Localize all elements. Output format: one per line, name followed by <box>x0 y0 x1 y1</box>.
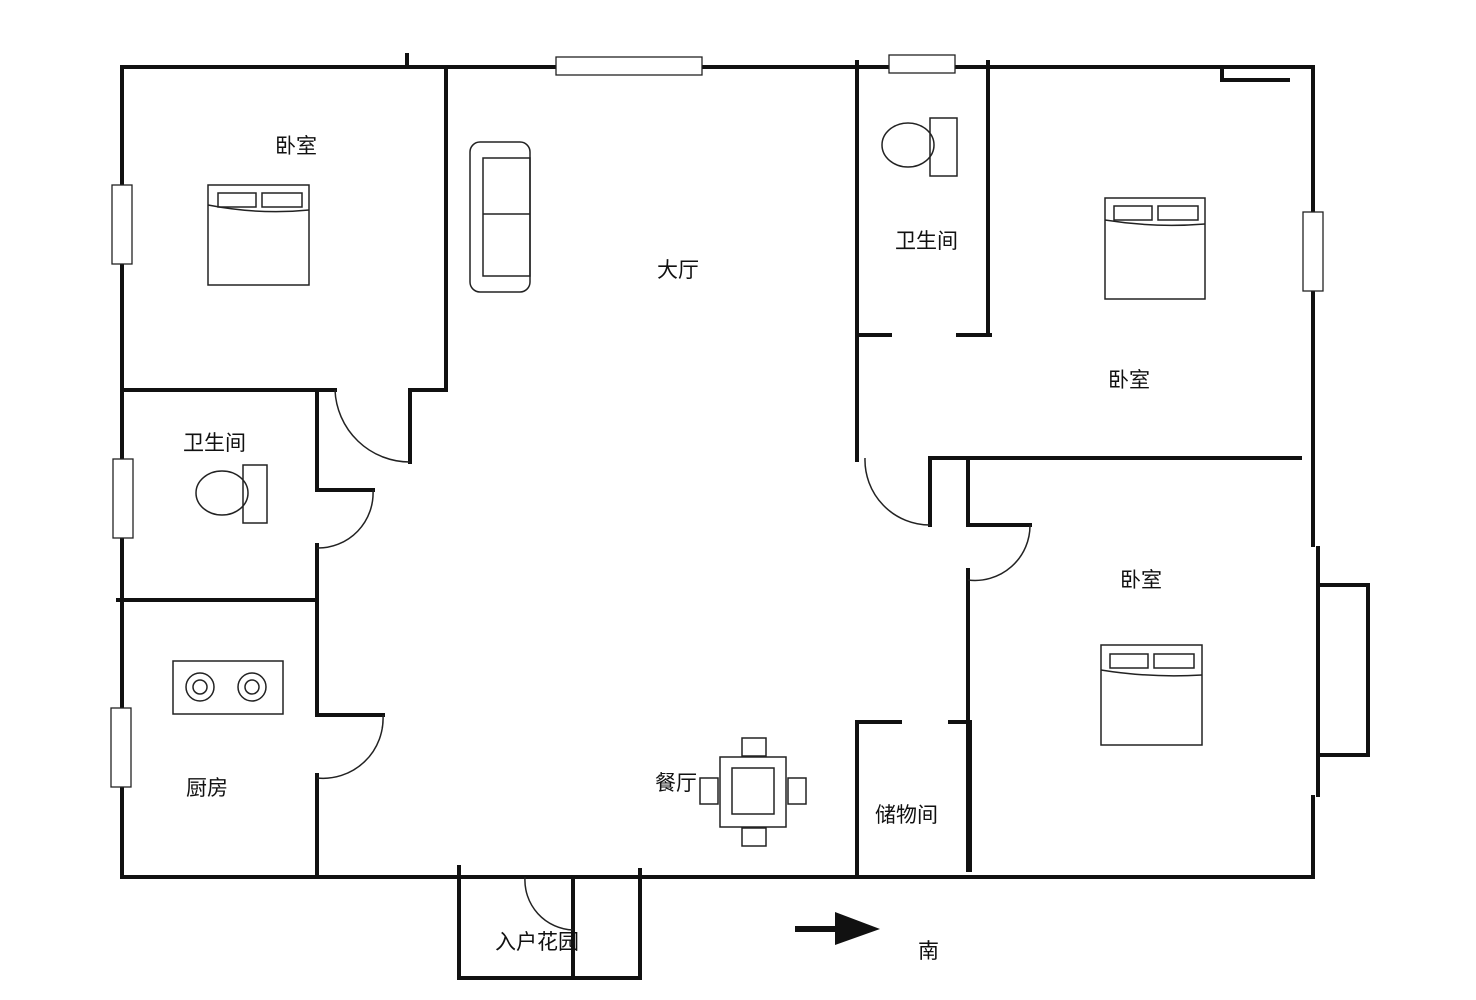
room-label-bathroom: 卫生间 <box>895 229 958 253</box>
room-label-storage: 储物间 <box>875 803 938 827</box>
room-label-bedroom: 卧室 <box>275 134 317 158</box>
room-label-bedroom: 卧室 <box>1120 568 1162 592</box>
room-label-entry-garden: 入户花园 <box>495 930 579 954</box>
bed-icon <box>1100 644 1203 746</box>
walls <box>116 53 1370 980</box>
dining-table-icon <box>699 737 807 847</box>
compass-arrow-icon <box>795 912 880 945</box>
furniture <box>172 117 1206 847</box>
stove-icon <box>172 660 284 715</box>
sofa-icon <box>469 141 531 293</box>
toilet-icon <box>195 464 268 524</box>
bed-icon <box>1104 197 1206 300</box>
bed-icon <box>207 184 310 286</box>
compass-label: 南 <box>918 939 939 963</box>
room-label-living-room: 大厅 <box>657 258 699 282</box>
windows <box>110 54 1324 788</box>
room-label-kitchen: 厨房 <box>186 776 228 800</box>
toilet-icon <box>881 117 958 177</box>
doors <box>316 389 1031 931</box>
room-label-dining-room: 餐厅 <box>655 771 697 795</box>
room-label-bedroom: 卧室 <box>1108 368 1150 392</box>
room-label-bathroom: 卫生间 <box>183 431 246 455</box>
